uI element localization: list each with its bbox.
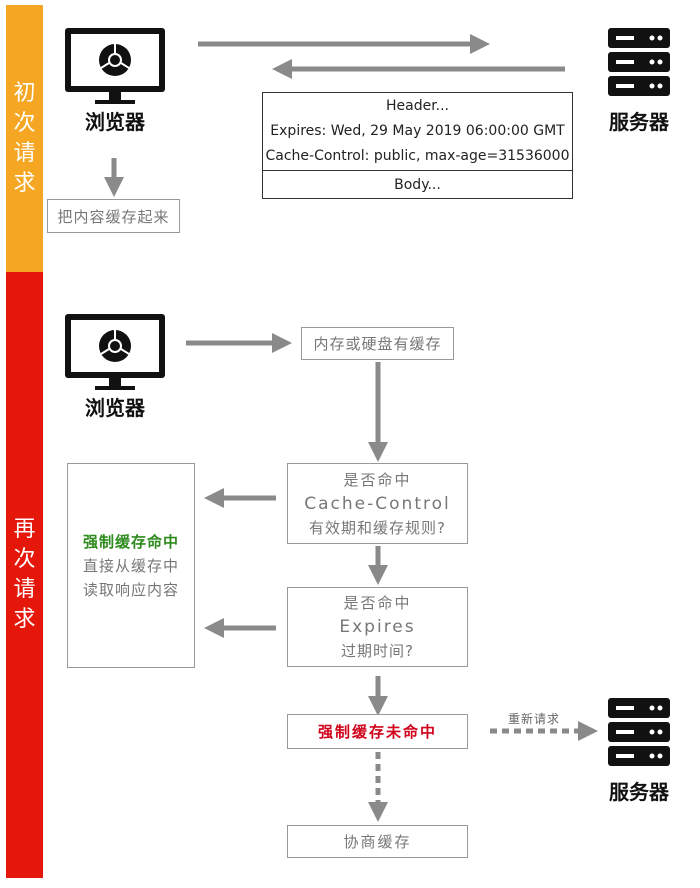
negotiate-cache-box: 协商缓存 [287,825,468,858]
rerequest-label: 重新请求 [508,712,561,726]
memory-disk-box: 内存或硬盘有缓存 [301,327,454,360]
check-title: 是否命中 [343,594,412,612]
browser-label: 浏览器 [85,110,145,134]
expires-line: Expires: Wed, 29 May 2019 06:00:00 GMT [270,123,565,139]
check-keyword: Expires [339,617,416,637]
server-icon [608,698,670,766]
hit-title: 强制缓存命中 [82,532,179,551]
cache-hit-box: 强制缓存命中 直接从缓存中 读取响应内容 [67,463,195,668]
server-label: 服务器 [609,780,669,804]
expires-check-box: 是否命中 Expires 过期时间? [287,587,468,667]
server-icon [608,28,670,96]
header-body-divider [263,170,572,171]
cache-control-check-box: 是否命中 Cache-Control 有效期和缓存规则? [287,463,468,544]
browser-monitor-icon [65,314,165,390]
check-title: 是否命中 [343,470,412,489]
cache-control-line: Cache-Control: public, max-age=31536000 [265,148,570,164]
miss-label: 强制缓存未命中 [317,723,437,741]
cache-content-box: 把内容缓存起来 [47,199,180,233]
negotiate-label: 协商缓存 [343,833,412,851]
second-request-bar: 再次请求 [6,272,43,878]
hit-line-2: 直接从缓存中 [82,556,179,575]
check-question: 过期时间? [341,642,414,660]
server-label: 服务器 [609,110,669,134]
check-question: 有效期和缓存规则? [309,518,446,537]
browser-label: 浏览器 [85,396,145,420]
hit-line-3: 读取响应内容 [82,580,179,599]
body-line: Body... [394,177,441,193]
cache-content-label: 把内容缓存起来 [57,207,170,226]
second-request-label: 再次请求 [13,517,36,632]
cache-miss-box: 强制缓存未命中 [287,714,468,749]
browser-monitor-icon [65,28,165,104]
check-keyword: Cache-Control [304,493,451,514]
first-request-bar: 初次请求 [6,5,43,272]
first-request-label: 初次请求 [13,80,36,196]
header-line: Header... [385,98,450,114]
memory-disk-label: 内存或硬盘有缓存 [313,335,442,353]
http-response-box: Header... Expires: Wed, 29 May 2019 06:0… [262,92,573,199]
